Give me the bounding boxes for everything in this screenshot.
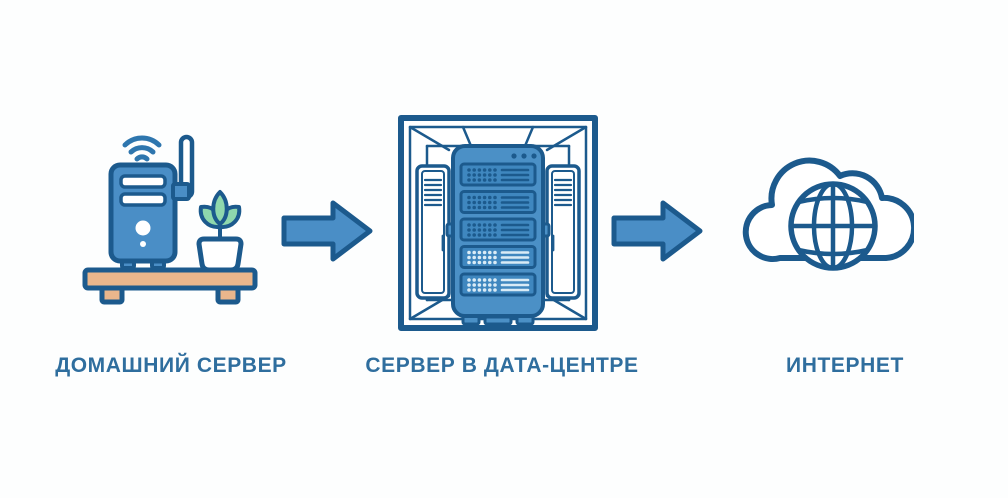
side-rack-right xyxy=(545,164,581,300)
internet-label: ИНТЕРНЕТ xyxy=(786,354,904,377)
datacenter-server-label: СЕРВЕР В ДАТА-ЦЕНТРЕ xyxy=(365,354,639,377)
potted-plant-icon xyxy=(196,190,244,273)
globe-icon xyxy=(788,181,878,271)
antenna-icon xyxy=(171,134,195,201)
side-rack-left xyxy=(415,164,451,300)
pc-tower xyxy=(108,162,178,270)
cloud-globe-icon xyxy=(742,157,914,271)
wifi-icon xyxy=(122,135,162,162)
home-server-icon xyxy=(82,134,258,305)
arrow-right-icon xyxy=(611,200,703,262)
datacenter-rack-icon xyxy=(398,115,598,331)
arrow-right-icon xyxy=(281,200,373,262)
server-rack xyxy=(445,144,551,326)
shelf xyxy=(82,267,258,305)
home-server-label: ДОМАШНИЙ СЕРВЕР xyxy=(55,354,287,377)
